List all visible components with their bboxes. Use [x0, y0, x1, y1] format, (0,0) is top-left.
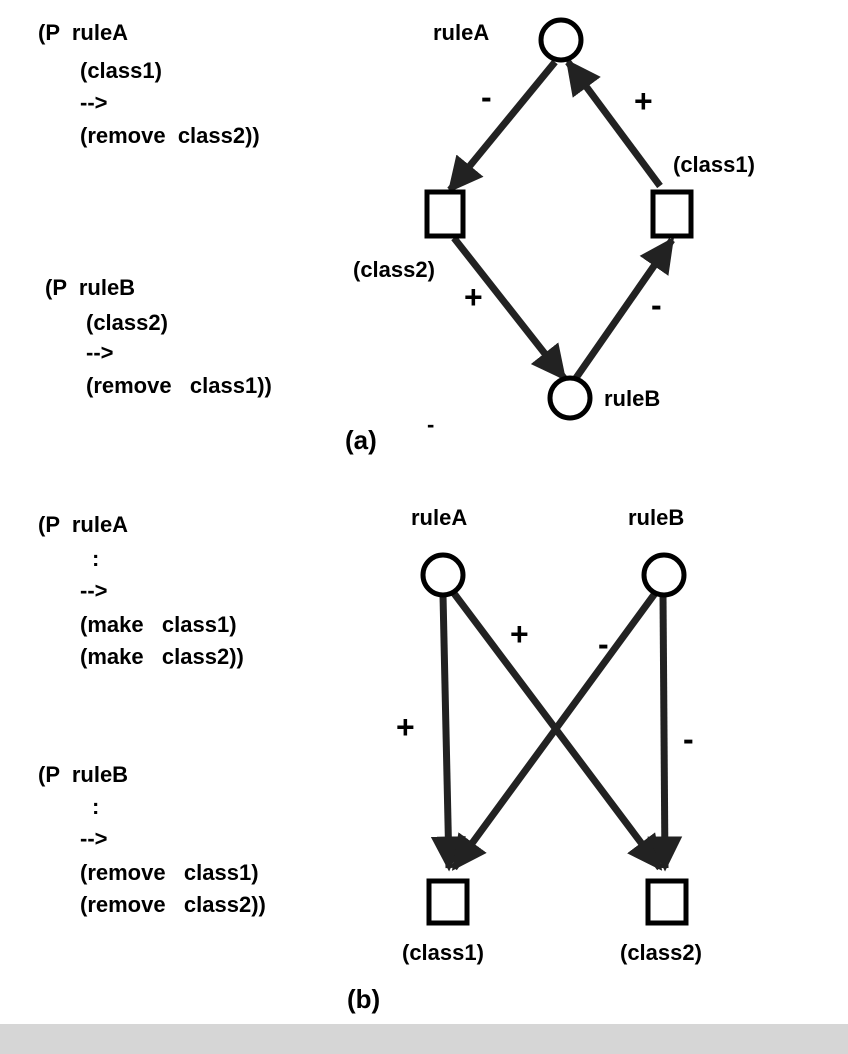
class1-label: (class1) [402, 940, 484, 965]
edge-class2-to-rule-b [451, 235, 567, 381]
code-line: (make class2)) [80, 644, 244, 669]
code-block-rule-a: (P ruleA (class1) --> (remove class2)) [38, 20, 260, 148]
class-node-class1 [650, 189, 694, 239]
class2-label: (class2) [620, 940, 702, 965]
edge-rule-a-to-class1 [430, 594, 466, 872]
code-line: (P ruleB [38, 762, 128, 787]
code-block-rule-b: (P ruleB (class2) --> (remove class1)) [45, 275, 272, 398]
edge-sign: + [396, 709, 415, 745]
rule-b-label: ruleB [628, 505, 684, 530]
caption-a: (a) [345, 425, 377, 455]
caption-b: (b) [347, 984, 380, 1014]
edge-rule-a-to-class2 [447, 59, 558, 193]
edge-sign: + [510, 616, 529, 652]
code-line: (class1) [80, 58, 162, 83]
class-node-class2 [424, 189, 466, 239]
rule-a-label: ruleA [433, 20, 489, 45]
code-line: (remove class1)) [86, 373, 272, 398]
rule-node-rule-a [420, 552, 466, 598]
footer-band [0, 1024, 848, 1054]
stray-mark: - [427, 412, 434, 437]
code-line: --> [80, 826, 108, 851]
class1-label: (class1) [673, 152, 755, 177]
code-line: (remove class1) [80, 860, 259, 885]
code-line: --> [80, 90, 108, 115]
code-block-rule-b: (P ruleB : --> (remove class1) (remove c… [38, 762, 266, 917]
rule-node-rule-b [641, 552, 687, 598]
class-node-class1 [426, 878, 470, 926]
class2-label: (class2) [353, 257, 435, 282]
rule-node-rule-a [538, 17, 584, 63]
code-block-rule-a: (P ruleA : --> (make class1) (make class… [38, 512, 244, 669]
code-line: (remove class2)) [80, 123, 260, 148]
edge-rule-b-to-class2 [647, 594, 683, 872]
code-line: (P ruleB [45, 275, 135, 300]
edge-sign: - [598, 626, 609, 662]
code-line: (remove class2)) [80, 892, 266, 917]
panel-a: (P ruleA (class1) --> (remove class2)) (… [38, 17, 755, 455]
edge-rule-b-to-class1 [573, 237, 675, 380]
edge-rule-b-to-class1 [451, 589, 659, 871]
edge-class1-to-rule-a [565, 59, 663, 189]
rule-node-rule-b [547, 375, 593, 421]
class-node-class2 [645, 878, 689, 926]
edge-sign: - [683, 721, 694, 757]
code-line: : [92, 546, 99, 571]
code-line: (P ruleA [38, 20, 128, 45]
edge-sign: + [634, 83, 653, 119]
code-line: (class2) [86, 310, 168, 335]
rule-b-label: ruleB [604, 386, 660, 411]
rule-a-label: ruleA [411, 505, 467, 530]
edge-sign: - [481, 79, 492, 115]
edge-sign: + [464, 279, 483, 315]
code-line: --> [86, 340, 114, 365]
edge-sign: - [651, 287, 662, 323]
code-line: --> [80, 578, 108, 603]
code-line: (make class1) [80, 612, 237, 637]
code-line: (P ruleA [38, 512, 128, 537]
code-line: : [92, 794, 99, 819]
panel-b: (P ruleA : --> (make class1) (make class… [38, 505, 702, 1014]
